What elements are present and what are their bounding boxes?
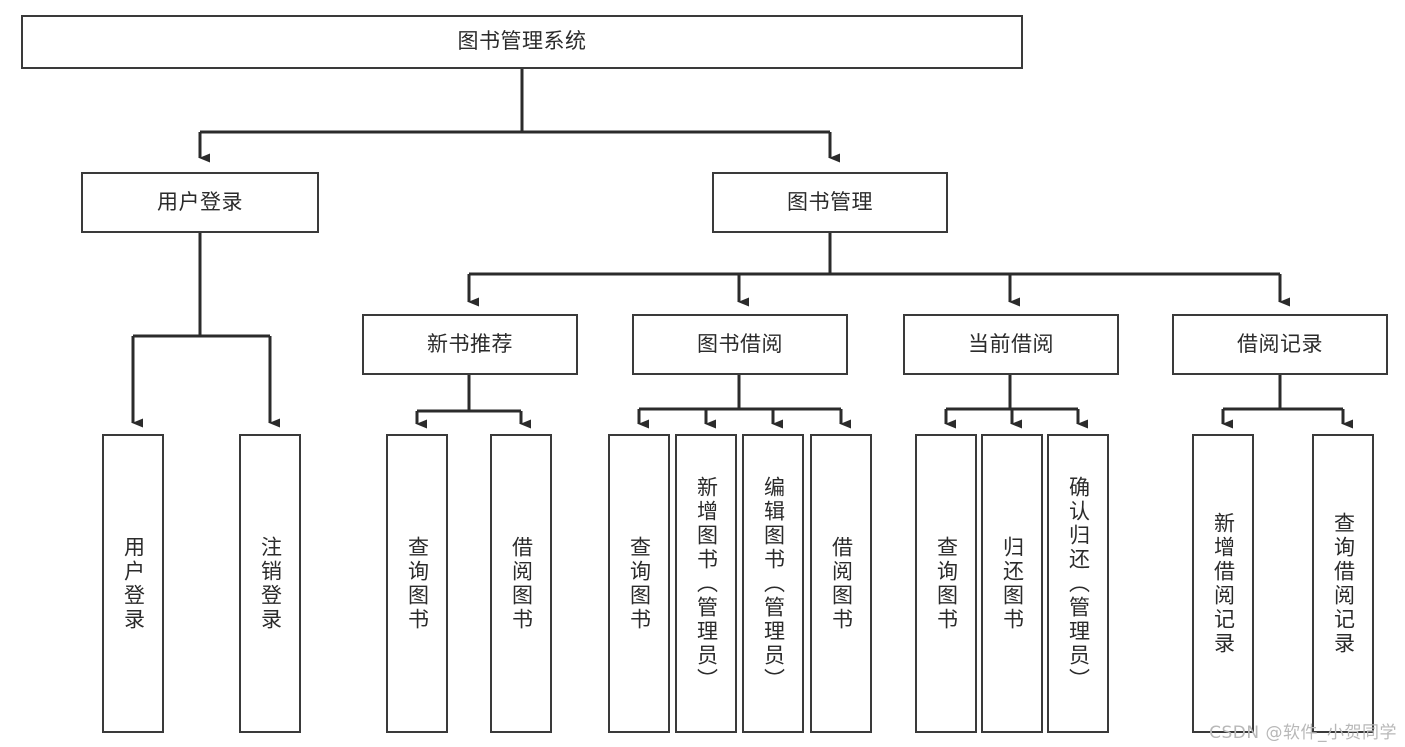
node-leaf-return-book[interactable]: 归还图书 (981, 434, 1043, 733)
node-leaf-confirm-return-label: 确认归还（管理员） (1066, 475, 1091, 692)
node-new-book-recommend-label: 新书推荐 (427, 331, 513, 356)
node-leaf-query-book-1-label: 查询图书 (405, 535, 430, 632)
node-book-borrow-label: 图书借阅 (697, 331, 783, 356)
node-leaf-query-book-3[interactable]: 查询图书 (915, 434, 977, 733)
node-leaf-add-record-label: 新增借阅记录 (1211, 511, 1236, 656)
node-leaf-logout-login[interactable]: 注销登录 (239, 434, 301, 733)
node-leaf-add-book[interactable]: 新增图书（管理员） (675, 434, 737, 733)
node-leaf-query-book-3-label: 查询图书 (934, 535, 959, 632)
node-leaf-query-book-2-label: 查询图书 (627, 535, 652, 632)
node-leaf-edit-book[interactable]: 编辑图书（管理员） (742, 434, 804, 733)
node-leaf-borrow-book-1-label: 借阅图书 (509, 535, 534, 632)
node-leaf-borrow-book-2[interactable]: 借阅图书 (810, 434, 872, 733)
csdn-watermark: CSDN @软件_小贺同学 (1209, 723, 1397, 743)
node-root-label: 图书管理系统 (457, 29, 587, 54)
node-leaf-query-book-2[interactable]: 查询图书 (608, 434, 670, 733)
node-leaf-query-record-label: 查询借阅记录 (1331, 511, 1356, 656)
node-user-login-label: 用户登录 (157, 189, 243, 214)
node-leaf-borrow-book-1[interactable]: 借阅图书 (490, 434, 552, 733)
node-leaf-query-record[interactable]: 查询借阅记录 (1312, 434, 1374, 733)
node-borrow-record[interactable]: 借阅记录 (1172, 314, 1388, 375)
node-borrow-record-label: 借阅记录 (1237, 331, 1323, 356)
node-leaf-query-book-1[interactable]: 查询图书 (386, 434, 448, 733)
node-new-book-recommend[interactable]: 新书推荐 (362, 314, 578, 375)
node-leaf-add-record[interactable]: 新增借阅记录 (1192, 434, 1254, 733)
node-leaf-confirm-return[interactable]: 确认归还（管理员） (1047, 434, 1109, 733)
node-leaf-return-book-label: 归还图书 (1000, 535, 1025, 632)
node-leaf-borrow-book-2-label: 借阅图书 (829, 535, 854, 632)
node-leaf-user-login[interactable]: 用户登录 (102, 434, 164, 733)
node-leaf-user-login-label: 用户登录 (121, 535, 146, 632)
node-leaf-edit-book-label: 编辑图书（管理员） (761, 475, 786, 692)
node-book-borrow[interactable]: 图书借阅 (632, 314, 848, 375)
node-user-login[interactable]: 用户登录 (81, 172, 319, 233)
node-book-management-label: 图书管理 (787, 189, 873, 214)
node-root[interactable]: 图书管理系统 (21, 15, 1023, 69)
node-book-management[interactable]: 图书管理 (712, 172, 948, 233)
node-leaf-logout-login-label: 注销登录 (258, 535, 283, 632)
node-leaf-add-book-label: 新增图书（管理员） (694, 475, 719, 692)
node-current-borrow-label: 当前借阅 (968, 331, 1054, 356)
node-current-borrow[interactable]: 当前借阅 (903, 314, 1119, 375)
